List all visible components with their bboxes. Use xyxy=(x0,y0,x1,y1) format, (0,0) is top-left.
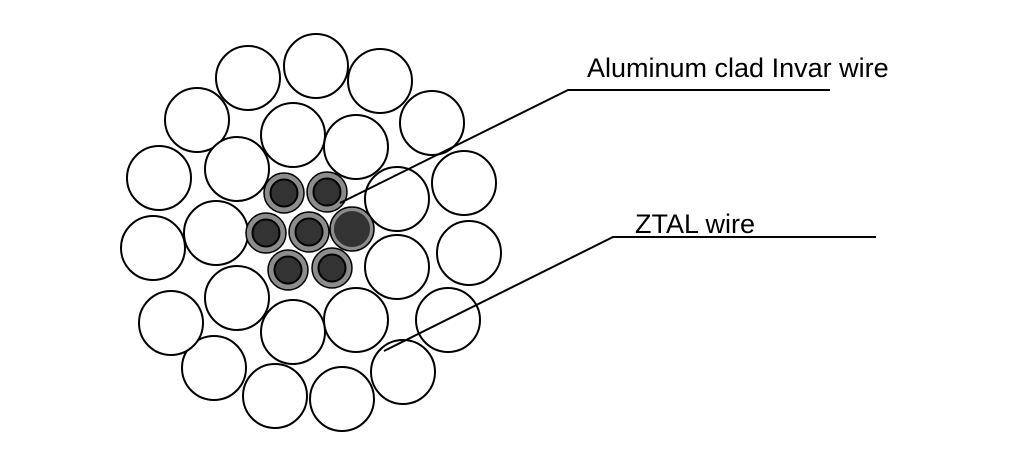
ztal-wire xyxy=(323,114,389,180)
ztal-wire xyxy=(309,366,375,432)
leader-invar xyxy=(339,89,830,204)
ztal-wire xyxy=(164,87,230,153)
invar-core xyxy=(245,171,375,291)
ztal-wire xyxy=(260,299,326,365)
invar-wire-core xyxy=(269,178,299,208)
ztal-wire xyxy=(183,200,249,266)
invar-wire-outline xyxy=(329,206,375,252)
ztal-wire xyxy=(370,339,436,405)
ztal-wire xyxy=(215,45,281,111)
label-ztal-wire: ZTAL wire xyxy=(635,209,755,239)
ztal-wire xyxy=(399,90,465,156)
ztal-wire xyxy=(364,234,430,300)
ztal-wire xyxy=(204,136,270,202)
ztal-wire xyxy=(323,287,389,353)
ztal-wire xyxy=(138,290,204,356)
ztal-wire xyxy=(283,33,349,99)
ztal-wire xyxy=(181,335,247,401)
label-aluminum-clad-invar-wire: Aluminum clad Invar wire xyxy=(587,53,889,83)
ztal-wire xyxy=(260,102,326,168)
leader-ztal xyxy=(383,236,876,352)
ztal-wire xyxy=(364,166,430,232)
ztal-wire xyxy=(120,215,186,281)
ztal-wire xyxy=(347,48,413,114)
ztal-wire xyxy=(431,150,497,216)
outer-ztal-layer xyxy=(120,33,502,432)
ztal-wire xyxy=(242,363,308,429)
ztal-wire xyxy=(436,220,502,286)
invar-wire-core xyxy=(251,218,281,248)
invar-wire xyxy=(330,207,374,251)
invar-wire-core xyxy=(273,255,303,285)
invar-wire-core xyxy=(317,253,347,283)
invar-wire-core xyxy=(294,217,324,247)
ztal-wire xyxy=(204,265,270,331)
ztal-wire xyxy=(126,145,192,211)
inner-ztal-layer xyxy=(183,102,430,365)
invar-wire-core xyxy=(312,177,342,207)
